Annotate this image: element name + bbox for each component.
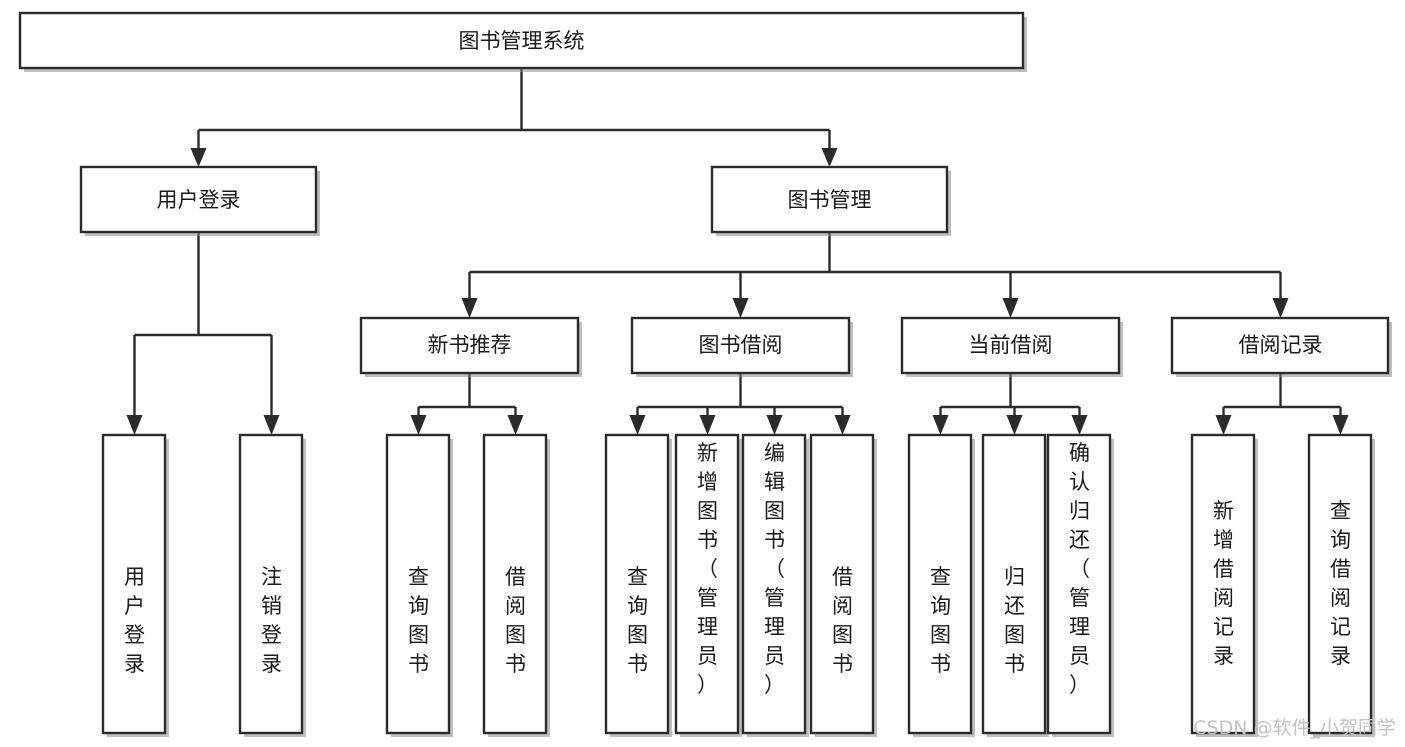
book-management-box[interactable] — [710, 165, 949, 234]
leaf-edit-book-admin-box[interactable] — [741, 433, 807, 735]
leaf-query-borrow-record-label: 查询借阅记录 — [1330, 499, 1351, 668]
arrowhead-current-leaf-1 — [932, 415, 949, 435]
node-current-borrow[interactable]: 当前借阅 — [900, 316, 1123, 377]
user-login-box[interactable] — [79, 165, 318, 234]
leaf-logout-box[interactable] — [238, 433, 304, 735]
node-user-login[interactable]: 用户登录 — [79, 165, 320, 236]
arrowhead-borrow-leaf-1 — [629, 415, 646, 435]
csdn-watermark: CSDN @软件_小贺同学 — [1193, 717, 1396, 739]
arrowhead-newbook-leaf-1 — [410, 415, 427, 435]
arrowhead-bookmgmt-child-1 — [461, 298, 478, 318]
borrow-records-box[interactable] — [1170, 316, 1390, 375]
arrowhead-borrow-leaf-3 — [766, 415, 783, 435]
connector-layer — [126, 68, 1349, 435]
node-book-borrow[interactable]: 图书借阅 — [630, 316, 853, 377]
arrowhead-bookmgmt-child-2 — [732, 298, 749, 318]
arrowhead-userlogin-leaf-1 — [126, 415, 143, 435]
root-label: 图书管理系统 — [459, 29, 585, 53]
leaf-borrow-book-newbook[interactable]: 借阅图书 — [482, 433, 550, 737]
leaf-confirm-return-admin[interactable]: 确认归还（管理员） — [1046, 433, 1114, 737]
leaf-edit-book-admin-label: 编辑图书（管理员） — [764, 441, 785, 697]
leaf-query-book-current-label: 查询图书 — [930, 565, 951, 676]
borrow-records-label: 借阅记录 — [1239, 333, 1323, 357]
current-borrow-label: 当前借阅 — [969, 333, 1053, 357]
leaf-logout[interactable]: 注销登录 — [238, 433, 306, 737]
leaf-borrow-book-label: 借阅图书 — [832, 565, 853, 676]
arrowhead-borrow-leaf-4 — [834, 415, 851, 435]
leaf-add-borrow-record-label: 新增借阅记录 — [1213, 499, 1234, 668]
node-root-system[interactable]: 图书管理系统 — [18, 11, 1027, 72]
leaf-borrow-book-box[interactable] — [809, 433, 875, 735]
arrowhead-root-to-book-mgmt — [821, 148, 838, 167]
root-box[interactable] — [18, 11, 1025, 70]
leaf-user-login-label: 用户登录 — [124, 565, 145, 676]
leaf-query-borrow-record-box[interactable] — [1307, 433, 1373, 735]
node-book-management[interactable]: 图书管理 — [710, 165, 951, 236]
leaf-user-login[interactable]: 用户登录 — [101, 433, 169, 737]
leaf-user-login-box[interactable] — [101, 433, 167, 735]
leaf-borrow-book-newbook-box[interactable] — [482, 433, 548, 735]
node-new-book-recommend[interactable]: 新书推荐 — [359, 316, 582, 377]
node-borrow-records[interactable]: 借阅记录 — [1170, 316, 1392, 377]
leaf-borrow-book[interactable]: 借阅图书 — [809, 433, 877, 737]
leaf-query-book-current-box[interactable] — [907, 433, 973, 735]
arrowhead-current-leaf-2 — [1006, 415, 1023, 435]
arrowhead-records-leaf-2 — [1332, 415, 1349, 435]
leaf-return-book-box[interactable] — [981, 433, 1047, 735]
arrowhead-userlogin-leaf-2 — [263, 415, 280, 435]
book-management-label: 图书管理 — [788, 188, 872, 212]
leaf-query-book-borrow-label: 查询图书 — [627, 565, 648, 676]
leaf-edit-book-admin[interactable]: 编辑图书（管理员） — [741, 433, 809, 737]
leaf-query-book-borrow-box[interactable] — [604, 433, 670, 735]
user-login-label: 用户登录 — [157, 188, 241, 212]
current-borrow-box[interactable] — [900, 316, 1121, 375]
leaf-confirm-return-admin-label: 确认归还（管理员） — [1069, 441, 1090, 697]
leaf-add-book-admin[interactable]: 新增图书（管理员） — [674, 433, 742, 737]
leaf-return-book[interactable]: 归还图书 — [981, 433, 1049, 737]
leaf-query-book-newbook-label: 查询图书 — [408, 565, 429, 676]
leaf-query-book-borrow[interactable]: 查询图书 — [604, 433, 672, 737]
book-borrow-box[interactable] — [630, 316, 851, 375]
leaf-add-borrow-record-box[interactable] — [1190, 433, 1256, 735]
leaf-add-book-admin-box[interactable] — [674, 433, 740, 735]
new-book-recommend-box[interactable] — [359, 316, 580, 375]
arrowhead-root-to-user-login — [190, 148, 207, 167]
book-borrow-label: 图书借阅 — [699, 333, 783, 357]
new-book-recommend-label: 新书推荐 — [428, 333, 512, 357]
arrowhead-borrow-leaf-2 — [699, 415, 716, 435]
leaf-confirm-return-admin-box[interactable] — [1046, 433, 1112, 735]
leaf-query-borrow-record[interactable]: 查询借阅记录 — [1307, 433, 1375, 737]
arrowhead-current-leaf-3 — [1071, 415, 1088, 435]
arrowhead-bookmgmt-child-4 — [1272, 298, 1289, 318]
leaf-borrow-book-newbook-label: 借阅图书 — [505, 565, 526, 676]
arrowhead-records-leaf-1 — [1215, 415, 1232, 435]
leaf-query-book-newbook[interactable]: 查询图书 — [385, 433, 453, 737]
leaf-return-book-label: 归还图书 — [1004, 565, 1025, 676]
arrowhead-newbook-leaf-2 — [507, 415, 524, 435]
leaf-query-book-newbook-box[interactable] — [385, 433, 451, 735]
arrowhead-bookmgmt-child-3 — [1002, 298, 1019, 318]
leaf-query-book-current[interactable]: 查询图书 — [907, 433, 975, 737]
leaf-logout-label: 注销登录 — [261, 565, 282, 676]
leaf-add-borrow-record[interactable]: 新增借阅记录 — [1190, 433, 1258, 737]
leaf-add-book-admin-label: 新增图书（管理员） — [697, 441, 718, 697]
